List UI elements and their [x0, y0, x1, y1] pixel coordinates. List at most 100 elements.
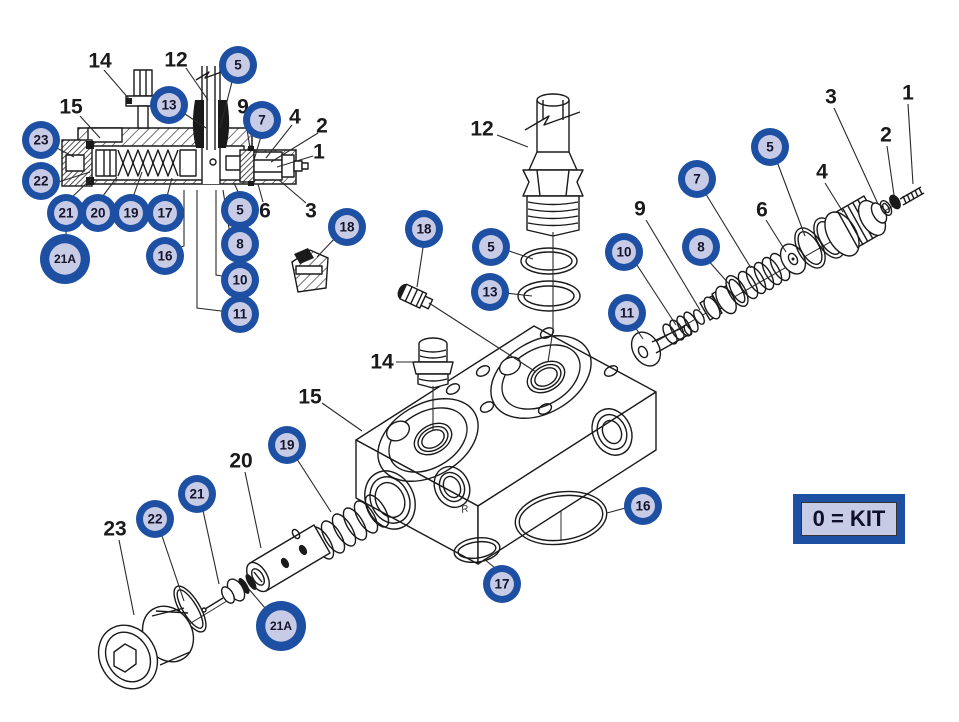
leader-line	[185, 67, 209, 101]
leader-line	[886, 145, 895, 196]
svg-text:1: 1	[902, 82, 914, 105]
kit-callout-5: 5	[221, 191, 259, 229]
kit-callout-19: 19	[112, 194, 150, 232]
svg-text:16: 16	[157, 249, 173, 264]
callout-23: 23	[103, 518, 126, 541]
cartridge-4-part	[824, 195, 888, 257]
callout-12: 12	[164, 49, 187, 72]
kit-callout-7: 7	[678, 160, 716, 198]
kit-callout-16: 16	[146, 237, 184, 275]
block-right-port	[591, 408, 633, 456]
block-bolt-holes	[445, 327, 619, 415]
callout-12: 12	[470, 118, 493, 141]
svg-text:2: 2	[880, 124, 892, 147]
section-spring	[117, 149, 179, 177]
leader-line	[294, 455, 332, 513]
kit-callout-5: 5	[219, 46, 257, 84]
leader-line	[201, 505, 220, 585]
svg-text:13: 13	[482, 285, 498, 300]
svg-text:9: 9	[634, 198, 646, 221]
callout-14: 14	[370, 351, 394, 374]
kit-callout-20: 20	[79, 194, 117, 232]
fitting-12	[522, 93, 584, 237]
leader-line	[181, 111, 207, 129]
leader-line	[244, 471, 262, 549]
svg-text:1: 1	[313, 141, 325, 164]
block-front-port	[433, 465, 471, 509]
svg-text:5: 5	[766, 140, 774, 155]
leader-line	[196, 190, 230, 313]
svg-text:23: 23	[103, 518, 126, 541]
callout-2: 2	[880, 124, 892, 147]
callout-9: 9	[634, 198, 646, 221]
valve-block: R	[355, 325, 657, 565]
callout-15: 15	[298, 386, 322, 409]
svg-text:14: 14	[88, 50, 112, 73]
block-marking-r: R	[460, 503, 470, 515]
kit-callout-21A: 21A	[256, 601, 306, 651]
section-top-notch	[87, 127, 123, 143]
leader-line	[428, 302, 537, 373]
callout-9: 9	[237, 96, 249, 119]
svg-text:9: 9	[237, 96, 249, 119]
valve-18-part	[397, 283, 434, 310]
leader-line	[645, 219, 701, 311]
kit-callout-13: 13	[150, 86, 188, 124]
leader-line	[703, 190, 752, 269]
svg-text:21A: 21A	[270, 619, 292, 633]
oring-16-part	[514, 490, 608, 546]
callout-15: 15	[59, 96, 83, 119]
spring-19-part	[309, 494, 390, 560]
kit-callout-17: 17	[146, 194, 184, 232]
fitting-14-hex	[412, 361, 454, 375]
section-cartridge	[239, 146, 309, 186]
svg-text:19: 19	[123, 206, 138, 221]
washer-3-part	[879, 200, 893, 216]
leader-line	[496, 134, 529, 148]
callout-4: 4	[816, 161, 828, 184]
guide-9-part	[693, 285, 737, 325]
svg-text:20: 20	[229, 450, 252, 473]
kit-legend: 0 = KIT	[793, 494, 905, 544]
svg-text:7: 7	[693, 172, 701, 187]
svg-text:19: 19	[279, 438, 294, 453]
tube-break-symbol	[195, 69, 228, 81]
svg-text:11: 11	[620, 306, 635, 321]
svg-text:5: 5	[236, 203, 244, 218]
kit-callout-5: 5	[472, 228, 510, 266]
leader-line	[775, 158, 806, 237]
svg-text:21: 21	[189, 487, 205, 502]
fitting-12-threads	[526, 195, 580, 237]
svg-text:18: 18	[339, 220, 355, 235]
callout-1: 1	[902, 82, 914, 105]
leader-line	[547, 232, 554, 363]
svg-text:8: 8	[236, 237, 244, 252]
leader-line	[321, 402, 363, 432]
oring-17-part	[453, 536, 501, 564]
cross-section-view	[61, 66, 309, 187]
kit-callout-19: 19	[268, 426, 306, 464]
plug-23-part	[97, 605, 195, 690]
oring-5-mid	[520, 247, 578, 275]
leader-line	[159, 529, 185, 602]
svg-text:20: 20	[90, 206, 105, 221]
kit-callout-8: 8	[221, 225, 259, 263]
leader-line	[103, 69, 131, 101]
svg-text:18: 18	[416, 222, 432, 237]
svg-text:4: 4	[816, 161, 828, 184]
kit-callout-10: 10	[221, 261, 259, 299]
leader-line	[219, 77, 234, 129]
spring-10-part	[662, 311, 699, 345]
section-piston	[95, 149, 117, 177]
callout-4: 4	[289, 106, 301, 129]
seal-21a-part	[238, 574, 257, 594]
plug-23-hex-socket	[113, 643, 137, 673]
callout-1: 1	[313, 141, 325, 164]
svg-text:22: 22	[33, 174, 48, 189]
svg-text:15: 15	[59, 96, 83, 119]
svg-text:23: 23	[33, 133, 49, 148]
section-seal-22	[86, 141, 94, 149]
section-tube-12	[192, 66, 230, 184]
washer-6-part	[779, 243, 807, 275]
